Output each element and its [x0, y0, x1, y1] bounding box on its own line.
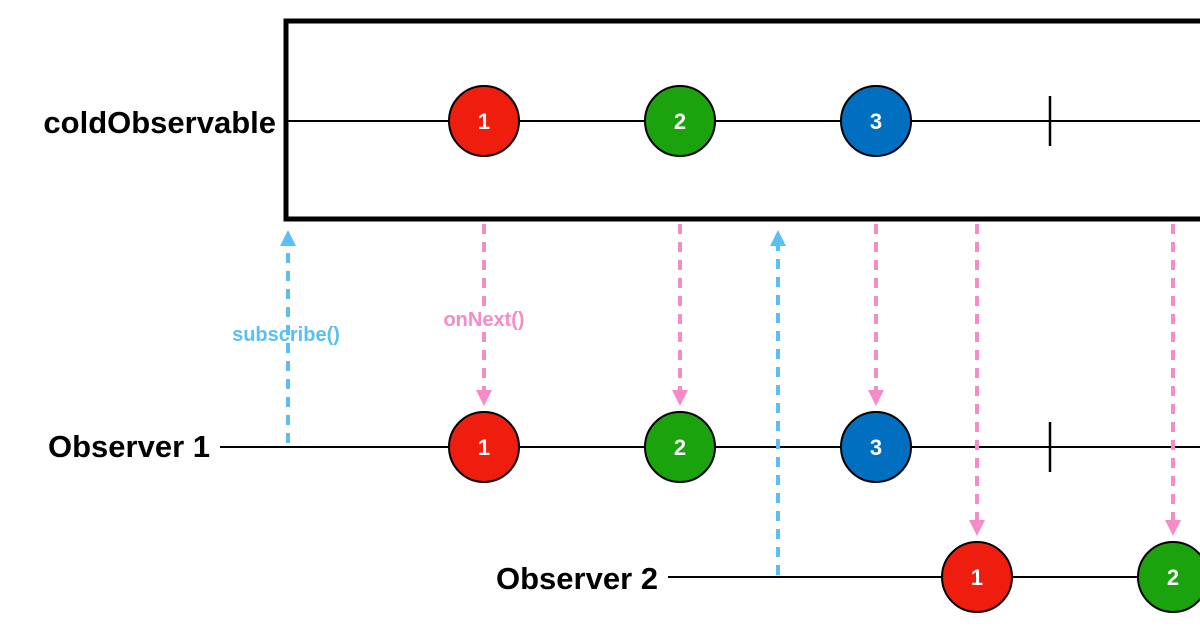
on-next-annotation-backing [440, 306, 530, 332]
observer-2-label: Observer 2 [496, 561, 658, 596]
svg-text:1: 1 [478, 109, 490, 134]
on-next-annotation: onNext() [443, 309, 524, 331]
svg-text:2: 2 [674, 435, 686, 460]
observer-1-label: Observer 1 [48, 429, 210, 464]
marble-cold-observable-3: 3 [840, 85, 912, 157]
subscribe-annotation: subscribe() [232, 324, 340, 346]
marble-observer-1-3: 3 [840, 411, 912, 483]
svg-text:3: 3 [870, 109, 882, 134]
svg-text:1: 1 [478, 435, 490, 460]
svg-text:2: 2 [1167, 565, 1179, 590]
marble-observer-1-1: 1 [448, 411, 520, 483]
marble-observer-2-2: 2 [1137, 541, 1200, 613]
svg-text:3: 3 [870, 435, 882, 460]
marble-observer-1-2: 2 [644, 411, 716, 483]
marble-cold-observable-1: 1 [448, 85, 520, 157]
cold-observable-label: coldObservable [43, 105, 276, 140]
svg-text:2: 2 [674, 109, 686, 134]
marble-observer-2-1: 1 [941, 541, 1013, 613]
marble-cold-observable-2: 2 [644, 85, 716, 157]
svg-text:1: 1 [971, 565, 983, 590]
